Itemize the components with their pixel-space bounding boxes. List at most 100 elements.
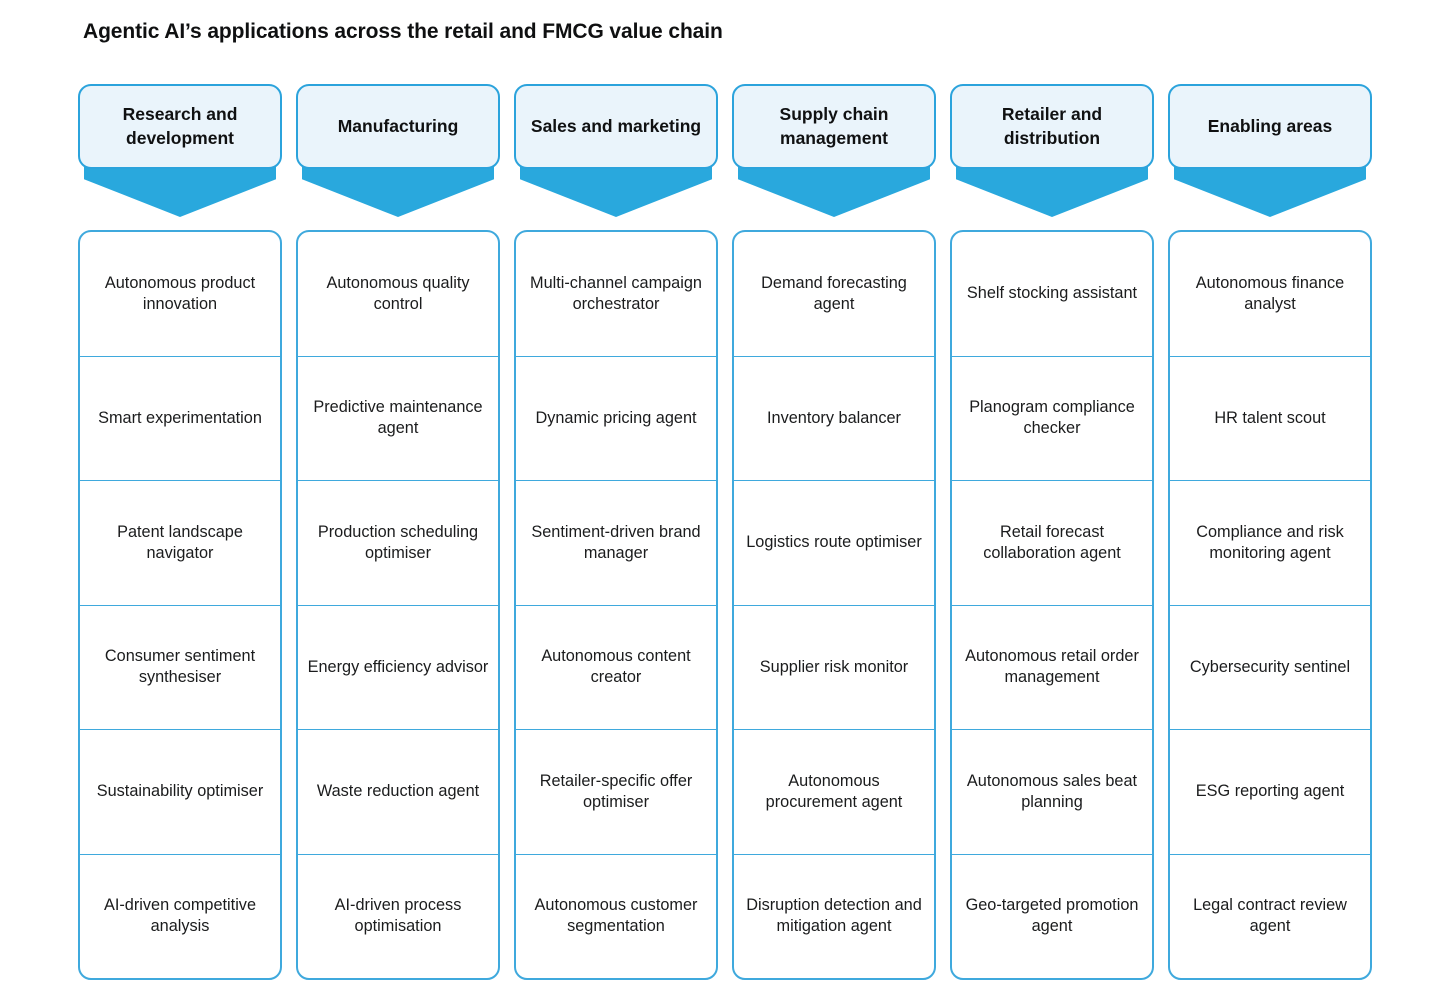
list-item-label: Autonomous customer segmentation <box>534 896 698 936</box>
list-item-label: AI-driven process optimisation <box>334 896 462 936</box>
column-item-list: Demand forecasting agent Inventory balan… <box>732 230 936 980</box>
list-item[interactable]: AI-driven process optimisation <box>298 855 498 979</box>
list-item-label: Autonomous quality control <box>326 273 470 313</box>
column-header-label: Research and development <box>122 104 238 148</box>
column-item-list: Autonomous finance analyst HR talent sco… <box>1168 230 1372 980</box>
list-item-label: Sustainability optimiser <box>96 782 264 801</box>
column-header-manufacturing[interactable]: Manufacturing <box>296 84 500 217</box>
column-header-box[interactable]: Sales and marketing <box>514 84 718 169</box>
list-item-label: Predictive maintenance agent <box>313 398 483 438</box>
list-item[interactable]: Autonomous product innovation <box>80 232 280 357</box>
list-item[interactable]: Retailer-specific offer optimiser <box>516 730 716 855</box>
list-item-label: HR talent scout <box>1214 408 1326 427</box>
list-item-label: Cybersecurity sentinel <box>1189 657 1351 676</box>
list-item[interactable]: Geo-targeted promotion agent <box>952 855 1152 979</box>
list-item[interactable]: Autonomous customer segmentation <box>516 855 716 979</box>
column-item-list: Shelf stocking assistant Planogram compl… <box>950 230 1154 980</box>
column-item-list: Autonomous quality control Predictive ma… <box>296 230 500 980</box>
list-item[interactable]: Planogram compliance checker <box>952 357 1152 481</box>
column-item-list: Multi-channel campaign orchestrator Dyna… <box>514 230 718 980</box>
value-chain-column-retailer-and-distribution: Retailer and distribution Shelf stocking… <box>950 84 1154 980</box>
list-item-label: Planogram compliance checker <box>969 398 1135 438</box>
list-item-label: Waste reduction agent <box>316 782 480 801</box>
column-header-research-and-development[interactable]: Research and development <box>78 84 282 217</box>
list-item[interactable]: Energy efficiency advisor <box>298 606 498 730</box>
list-item[interactable]: Retail forecast collaboration agent <box>952 481 1152 606</box>
column-header-label: Supply chain management <box>779 104 889 148</box>
column-header-retailer-and-distribution[interactable]: Retailer and distribution <box>950 84 1154 217</box>
list-item-label: ESG reporting agent <box>1195 782 1345 801</box>
list-item[interactable]: Sentiment-driven brand manager <box>516 481 716 606</box>
column-header-box[interactable]: Research and development <box>78 84 282 169</box>
list-item[interactable]: Consumer sentiment synthesiser <box>80 606 280 730</box>
list-item[interactable]: Waste reduction agent <box>298 730 498 855</box>
list-item-label: Autonomous retail order management <box>965 647 1139 687</box>
list-item[interactable]: Compliance and risk monitoring agent <box>1170 481 1370 606</box>
column-header-label: Sales and marketing <box>530 115 702 136</box>
value-chain-column-enabling-areas: Enabling areas Autonomous finance analys… <box>1168 84 1372 980</box>
list-item-label: Legal contract review agent <box>1193 896 1347 936</box>
list-item[interactable]: Predictive maintenance agent <box>298 357 498 481</box>
list-item-label: Compliance and risk monitoring agent <box>1196 522 1344 562</box>
column-header-sales-and-marketing[interactable]: Sales and marketing <box>514 84 718 217</box>
list-item-label: Production scheduling optimiser <box>317 522 479 562</box>
list-item-label: AI-driven competitive analysis <box>103 896 257 936</box>
value-chain-column-research-and-development: Research and development Autonomous prod… <box>78 84 282 980</box>
list-item-label: Shelf stocking assistant <box>966 284 1138 303</box>
list-item[interactable]: Dynamic pricing agent <box>516 357 716 481</box>
list-item-label: Autonomous finance analyst <box>1195 273 1345 313</box>
list-item[interactable]: Supplier risk monitor <box>734 606 934 730</box>
list-item[interactable]: Disruption detection and mitigation agen… <box>734 855 934 979</box>
list-item[interactable]: ESG reporting agent <box>1170 730 1370 855</box>
page-title: Agentic AI’s applications across the ret… <box>83 20 723 43</box>
list-item[interactable]: Autonomous sales beat planning <box>952 730 1152 855</box>
list-item[interactable]: Multi-channel campaign orchestrator <box>516 232 716 357</box>
list-item[interactable]: Autonomous finance analyst <box>1170 232 1370 357</box>
list-item-label: Energy efficiency advisor <box>307 657 489 676</box>
column-item-list: Autonomous product innovation Smart expe… <box>78 230 282 980</box>
list-item[interactable]: HR talent scout <box>1170 357 1370 481</box>
list-item-label: Autonomous procurement agent <box>765 771 903 811</box>
column-header-box[interactable]: Supply chain management <box>732 84 936 169</box>
list-item-label: Autonomous sales beat planning <box>966 771 1138 811</box>
list-item[interactable]: Autonomous quality control <box>298 232 498 357</box>
column-header-box[interactable]: Enabling areas <box>1168 84 1372 169</box>
column-header-supply-chain-management[interactable]: Supply chain management <box>732 84 936 217</box>
list-item[interactable]: Shelf stocking assistant <box>952 232 1152 357</box>
list-item-label: Patent landscape navigator <box>117 522 243 562</box>
column-header-label: Retailer and distribution <box>1001 104 1103 148</box>
list-item[interactable]: Patent landscape navigator <box>80 481 280 606</box>
list-item[interactable]: Autonomous content creator <box>516 606 716 730</box>
list-item[interactable]: Smart experimentation <box>80 357 280 481</box>
list-item-label: Multi-channel campaign orchestrator <box>530 273 702 313</box>
list-item-label: Smart experimentation <box>98 408 262 427</box>
list-item[interactable]: Legal contract review agent <box>1170 855 1370 979</box>
column-header-box[interactable]: Retailer and distribution <box>950 84 1154 169</box>
list-item-label: Autonomous product innovation <box>104 273 256 313</box>
value-chain-column-sales-and-marketing: Sales and marketing Multi-channel campai… <box>514 84 718 980</box>
list-item[interactable]: Production scheduling optimiser <box>298 481 498 606</box>
list-item[interactable]: Logistics route optimiser <box>734 481 934 606</box>
list-item[interactable]: Sustainability optimiser <box>80 730 280 855</box>
list-item[interactable]: AI-driven competitive analysis <box>80 855 280 979</box>
list-item-label: Geo-targeted promotion agent <box>965 896 1139 936</box>
list-item-label: Disruption detection and mitigation agen… <box>746 896 922 936</box>
list-item[interactable]: Autonomous retail order management <box>952 606 1152 730</box>
column-header-enabling-areas[interactable]: Enabling areas <box>1168 84 1372 217</box>
list-item[interactable]: Demand forecasting agent <box>734 232 934 357</box>
column-header-box[interactable]: Manufacturing <box>296 84 500 169</box>
list-item-label: Autonomous content creator <box>541 647 691 687</box>
list-item[interactable]: Autonomous procurement agent <box>734 730 934 855</box>
list-item-label: Retailer-specific offer optimiser <box>539 771 693 811</box>
column-header-label: Enabling areas <box>1207 115 1333 136</box>
value-chain-column-manufacturing: Manufacturing Autonomous quality control… <box>296 84 500 980</box>
list-item-label: Dynamic pricing agent <box>535 408 697 427</box>
list-item-label: Inventory balancer <box>767 408 901 427</box>
list-item-label: Sentiment-driven brand manager <box>531 522 701 562</box>
list-item[interactable]: Cybersecurity sentinel <box>1170 606 1370 730</box>
list-item[interactable]: Inventory balancer <box>734 357 934 481</box>
value-chain-column-supply-chain-management: Supply chain management Demand forecasti… <box>732 84 936 980</box>
list-item-label: Logistics route optimiser <box>746 533 922 552</box>
list-item-label: Retail forecast collaboration agent <box>983 522 1121 562</box>
list-item-label: Consumer sentiment synthesiser <box>104 647 256 687</box>
